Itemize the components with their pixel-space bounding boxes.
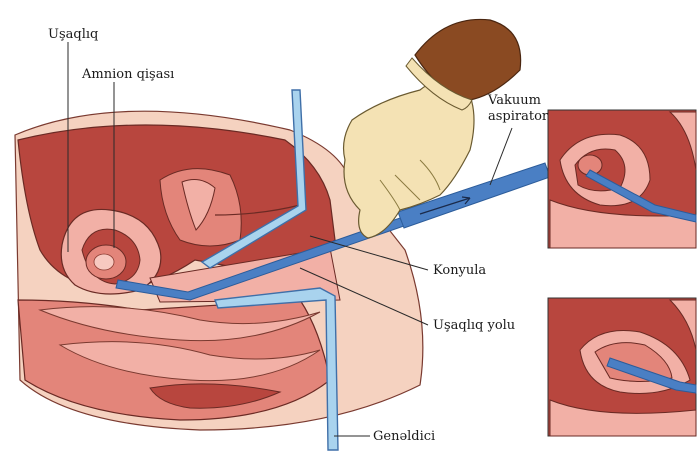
embryo [93,253,115,271]
ovary-detail [181,179,216,231]
inset-bottom [547,297,697,437]
tissue-fold-2 [58,341,321,382]
label-cannula: Konyula [433,263,486,278]
label-dilator: Genəldici [373,429,435,444]
leader-vacuum [489,127,513,186]
dilator-upper-blade [200,89,307,269]
flow-arrow-head [461,196,471,205]
label-amnion: Amnion qişası [81,67,174,82]
leader-cannula [309,235,429,271]
tissue-fold-3 [149,383,282,409]
dilator-lower-blade [214,287,339,451]
label-vacuum-2: aspirator [488,109,549,124]
inset-top [547,109,697,249]
label-vacuum-1: Vakuum [487,93,541,108]
flow-arrow [419,197,471,215]
label-vagina: Uşaqlıq yolu [433,318,515,333]
ligament-line [214,204,301,216]
finger-lines [379,159,441,211]
tissue-fold-1 [38,306,321,342]
cuff [405,57,473,111]
label-uterus: Uşaqlıq [48,27,98,42]
leader-vagina [299,267,429,326]
